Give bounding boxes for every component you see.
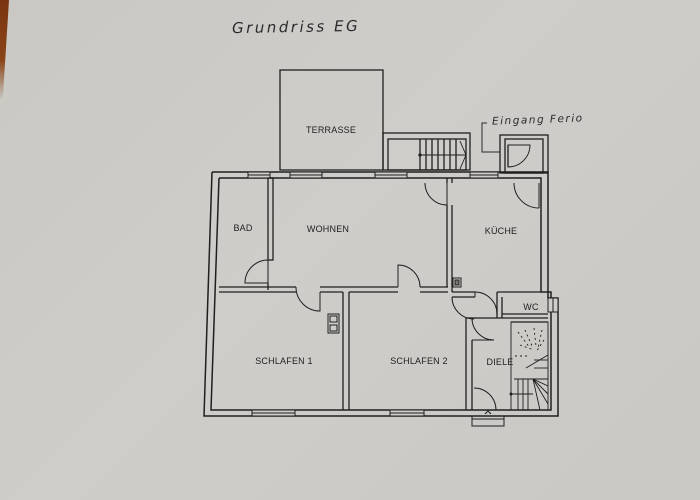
room-label-diele: DIELE	[486, 357, 514, 367]
exterior-walls	[203, 171, 559, 417]
wood-table-edge	[0, 0, 9, 100]
handwritten-title: Grundriss EG	[231, 16, 361, 38]
top-windows	[247, 171, 499, 179]
room-label-bad: BAD	[233, 223, 253, 233]
exterior-stairs	[382, 132, 471, 171]
room-label-kueche: KÜCHE	[484, 226, 518, 236]
interior-staircase	[509, 321, 549, 411]
room-label-wohnen: WOHNEN	[306, 224, 350, 234]
terrace-outline	[279, 69, 384, 171]
door-swings	[244, 182, 540, 411]
fewo-entrance-porch	[499, 134, 549, 174]
room-label-schlafen-1: SCHLAFEN 1	[255, 356, 313, 366]
bottom-windows	[251, 409, 425, 417]
wc-window	[547, 297, 559, 313]
room-label-terrasse: TERRASSE	[305, 125, 357, 135]
room-label-schlafen-2: SCHLAFEN 2	[390, 356, 448, 366]
chimney-flues	[327, 277, 462, 334]
room-label-wc: WC	[523, 302, 539, 312]
annotation-pointer	[481, 122, 500, 153]
interior-walls	[219, 177, 548, 410]
front-step	[471, 410, 505, 427]
